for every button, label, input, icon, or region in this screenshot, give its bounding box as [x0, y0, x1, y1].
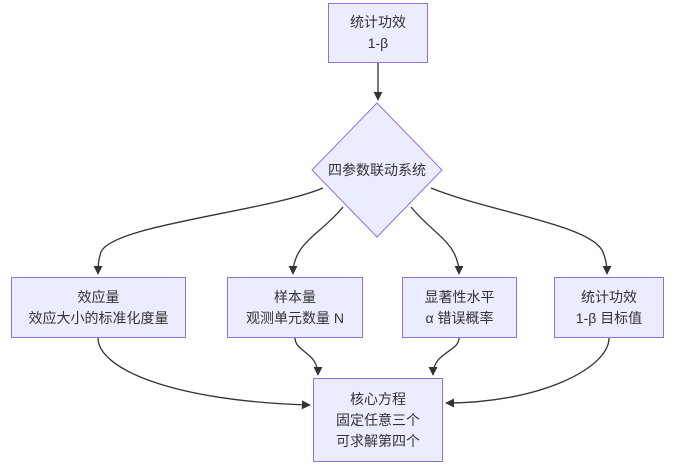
edge-system-to-significance	[410, 206, 464, 275]
node-text-line: 可求解第四个	[336, 432, 420, 449]
edge-effect-size-to-core	[97, 337, 311, 410]
node-text-line: 效应量	[77, 288, 120, 305]
node-effect-size: 效应量 效应大小的标准化度量	[11, 277, 186, 338]
node-text-line: α 错误概率	[425, 309, 494, 326]
edge-significance-to-core	[428, 337, 460, 376]
node-text-line: 观测单元数量 N	[246, 309, 344, 326]
node-statistical-power-top: 统计功效 1-β	[328, 3, 428, 63]
node-significance-level: 显著性水平 α 错误概率	[402, 277, 517, 338]
node-text-line: 效应大小的标准化度量	[28, 309, 169, 326]
node-text-line: 显著性水平	[424, 288, 495, 305]
edge-system-to-effect-size	[93, 187, 324, 275]
edge-system-to-power-target	[430, 187, 612, 275]
node-system-label: 四参数联动系统	[312, 155, 442, 185]
node-system-diamond-shape	[311, 102, 443, 238]
node-text-line: 核心方程	[350, 390, 406, 407]
node-text-line: 统计功效	[581, 288, 637, 305]
node-text-line: 统计功效	[350, 14, 406, 30]
node-core-equation: 核心方程 固定任意三个 可求解第四个	[313, 378, 443, 462]
node-power-target: 统计功效 1-β 目标值	[554, 277, 664, 338]
node-text-line: 固定任意三个	[336, 411, 420, 428]
edge-system-to-sample-size	[288, 206, 344, 275]
node-text-line: 四参数联动系统	[328, 162, 426, 178]
node-text-line: 1-β 目标值	[575, 309, 643, 326]
node-sample-size: 样本量 观测单元数量 N	[227, 277, 363, 338]
node-text-line: 1-β	[367, 35, 389, 51]
edge-power-target-to-core	[445, 337, 610, 408]
edge-sample-size-to-core	[294, 337, 323, 376]
node-text-line: 样本量	[274, 288, 316, 305]
